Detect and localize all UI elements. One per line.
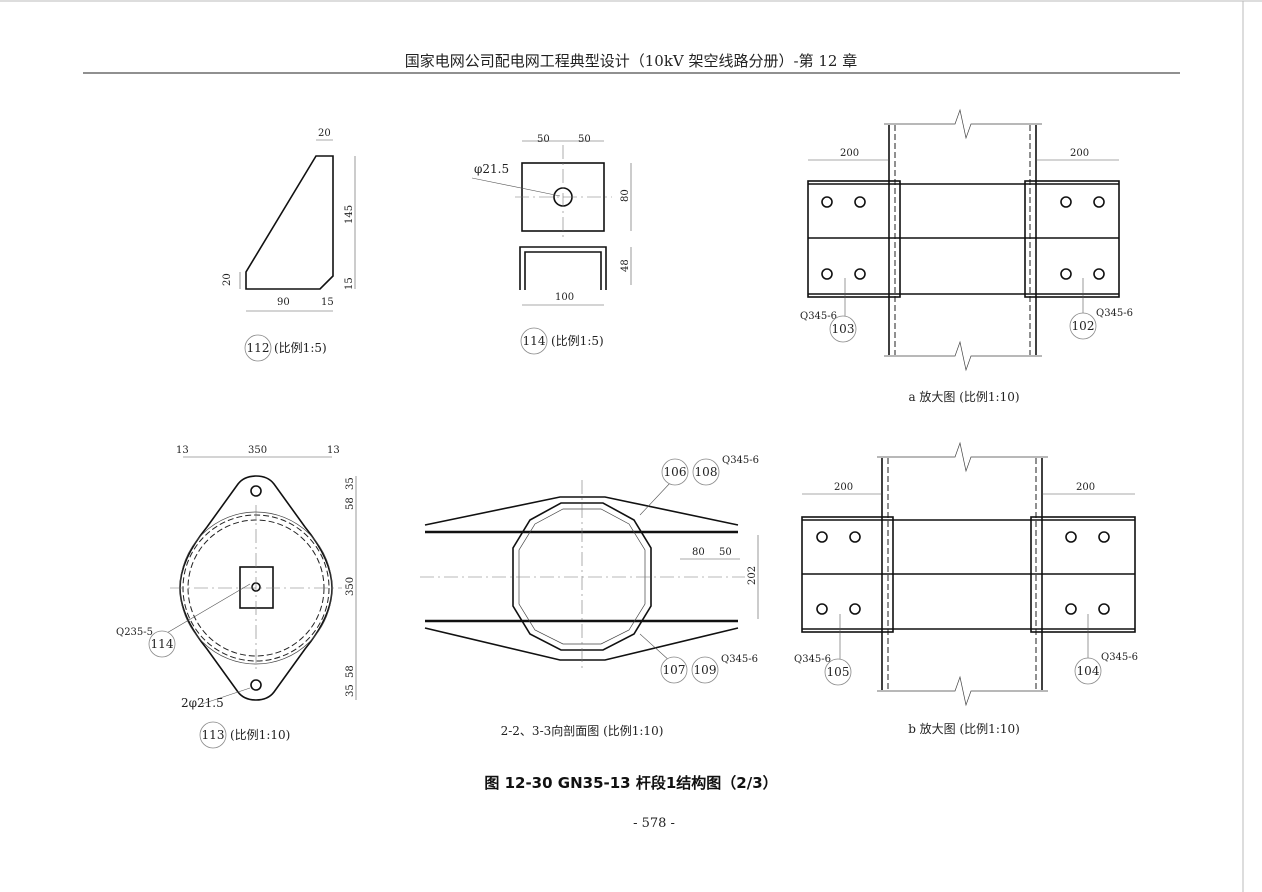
part-112-bubble: 112 [247, 341, 270, 355]
section-drawing: 80 50 202 106 108 Q345-6 107 109 Q345-6 … [420, 455, 759, 738]
figures-part113-dims-3-label: 35 [345, 477, 356, 490]
figures-part113-sub-part-label: 114 [151, 637, 174, 651]
figures-section-top-material-label: Q345-6 [722, 455, 759, 466]
figures-part114-dims-3-label: 48 [620, 259, 631, 272]
figures-section-top-parts-0-label: 106 [664, 465, 687, 479]
figures-part113-holes-label: 2φ21.5 [181, 696, 224, 710]
figures-part113-dims-5-label: 350 [345, 577, 356, 596]
figures-detail-a-left-part-label: 103 [832, 322, 855, 336]
part-113-scale: (比例1:10) [230, 728, 290, 742]
figures-part113-dims-0-label: 13 [176, 445, 189, 456]
figures-part112-dims-3-label: 15 [344, 277, 355, 290]
figures-detail-b-right-material-label: Q345-6 [1101, 652, 1138, 663]
figures-detail-b-dims-1-label: 200 [1076, 482, 1095, 493]
detail-b-caption: b 放大图 (比例1:10) [908, 721, 1020, 736]
figures-detail-b-left-part-label: 105 [827, 665, 850, 679]
figures-part112-dims-0-label: 20 [318, 128, 331, 139]
detail-a-caption: a 放大图 (比例1:10) [908, 389, 1019, 404]
figures-part114-dims-1-label: 50 [578, 134, 591, 145]
figures-part114-dims-4-label: 100 [555, 292, 574, 303]
figures-part113-sub-material-label: Q235-5 [116, 627, 153, 638]
part-113-bubble: 113 [202, 728, 225, 742]
figures-part112-dims-1-label: 145 [344, 205, 355, 224]
figures-part113-dims-7-label: 35 [345, 684, 356, 697]
part-114-bubble: 114 [523, 334, 546, 348]
figures-section-bottom-material-label: Q345-6 [721, 654, 758, 665]
section-caption: 2-2、3-3向剖面图 (比例1:10) [501, 723, 664, 738]
figures-section-dims-0-label: 80 [692, 547, 705, 558]
figures-detail-a-right-part-label: 102 [1072, 319, 1095, 333]
figures-part113-dims-2-label: 13 [327, 445, 340, 456]
figures-part113-dims-4-label: 58 [345, 497, 356, 510]
page-number: - 578 - [633, 816, 675, 831]
detail-a-drawing: 200 200 Q345-6 103 Q345-6 102 a 放大图 (比例1… [800, 108, 1133, 404]
detail-b-drawing: 200 200 Q345-6 105 Q345-6 104 b 放大图 (比例1… [794, 441, 1138, 736]
figures-section-dims-2-label: 202 [747, 566, 758, 585]
figures-part112-dims-5-label: 15 [321, 297, 334, 308]
part-112-scale: (比例1:5) [274, 341, 327, 355]
figures-part114-dims-2-label: 80 [620, 189, 631, 202]
figures-part112-dims-2-label: 20 [222, 273, 233, 286]
part-112-drawing: 20 145 20 15 90 15 112 (比例1:5) [222, 128, 356, 362]
part-113-drawing: 13 350 13 35 58 350 58 35 Q235-5 114 2φ2… [116, 445, 357, 749]
figures-detail-b-left-material-label: Q345-6 [794, 654, 831, 665]
figures-section-bottom-parts-0-label: 107 [663, 663, 686, 677]
part-114-scale: (比例1:5) [551, 334, 604, 348]
figure-caption: 图 12-30 GN35-13 杆段1结构图（2/3） [484, 774, 777, 792]
figures-part114-hole-label: φ21.5 [474, 162, 509, 176]
figures-part113-dims-6-label: 58 [345, 665, 356, 678]
header-title: 国家电网公司配电网工程典型设计（10kV 架空线路分册）-第 12 章 [405, 52, 857, 70]
figures-detail-a-right-material-label: Q345-6 [1096, 308, 1133, 319]
figures-part112-dims-4-label: 90 [277, 297, 290, 308]
figures-detail-a-left-material-label: Q345-6 [800, 311, 837, 322]
figures-section-top-parts-1-label: 108 [695, 465, 718, 479]
figures-detail-b-right-part-label: 104 [1077, 664, 1100, 678]
figures-detail-b-dims-0-label: 200 [834, 482, 853, 493]
figures-part113-dims-1-label: 350 [248, 445, 267, 456]
figures-detail-a-dims-0-label: 200 [840, 148, 859, 159]
part-114-drawing: 50 50 80 48 100 φ21.5 114 (比例1:5) [471, 134, 632, 355]
figures-part114-dims-0-label: 50 [537, 134, 550, 145]
figures-section-bottom-parts-1-label: 109 [694, 663, 717, 677]
figures-detail-a-dims-1-label: 200 [1070, 148, 1089, 159]
figures-section-dims-1-label: 50 [719, 547, 732, 558]
